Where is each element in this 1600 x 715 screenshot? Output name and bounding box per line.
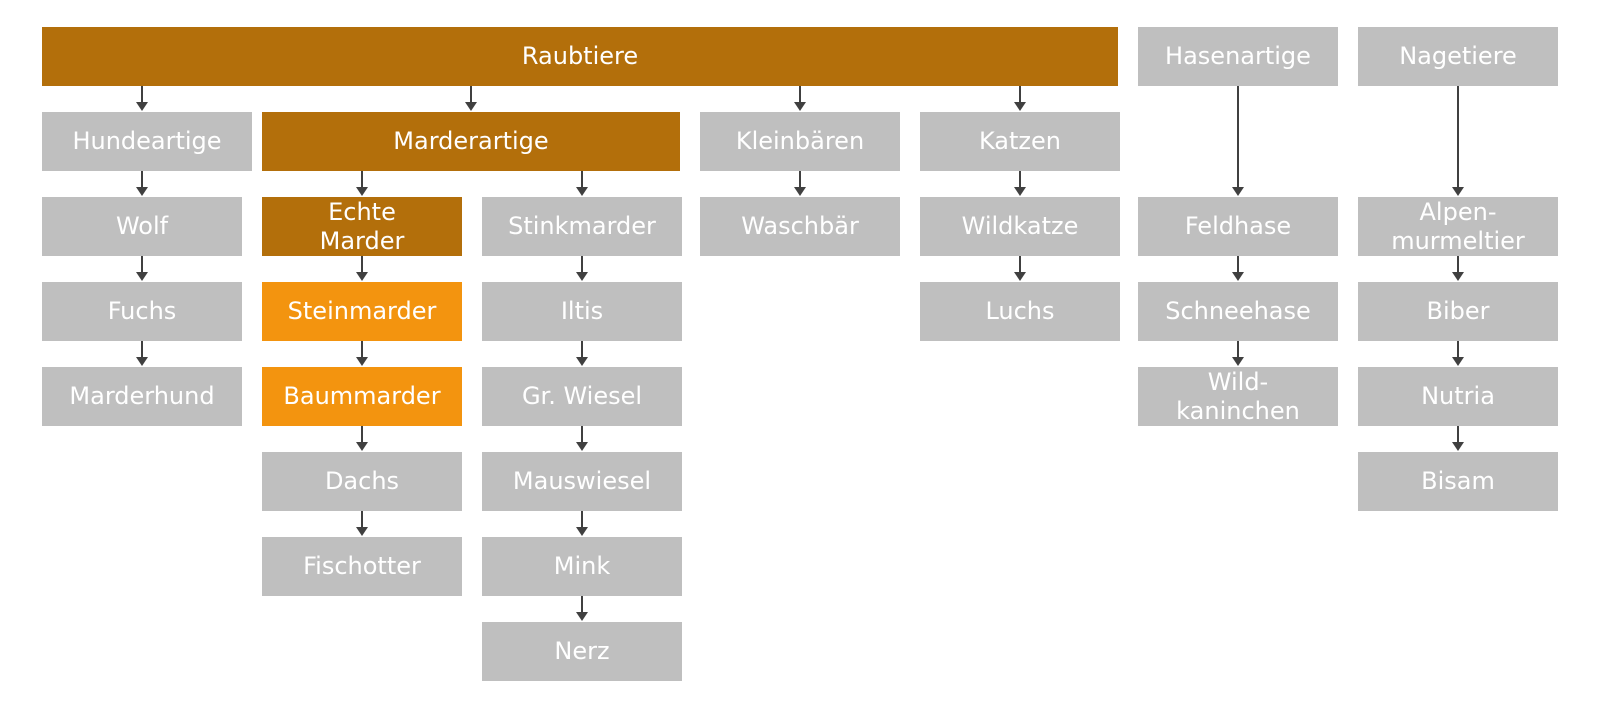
arrowhead [465,102,477,111]
arrowhead [1452,272,1464,281]
node-waschbaer: Waschbär [700,197,900,256]
connector-arrow [1452,426,1464,451]
node-stinkmarder: Stinkmarder [482,197,682,256]
arrowhead [794,187,806,196]
node-katzen: Katzen [920,112,1120,171]
connector-arrow [576,511,588,536]
arrowhead [1452,357,1464,366]
node-hundeartige: Hundeartige [42,112,252,171]
arrowhead [136,272,148,281]
node-echte-marder: Echte Marder [262,197,462,256]
node-mauswiesel: Mauswiesel [482,452,682,511]
arrowhead [136,102,148,111]
connector-arrow [136,171,148,196]
connector-arrow [1014,256,1026,281]
node-feldhase: Feldhase [1138,197,1338,256]
node-nerz: Nerz [482,622,682,681]
arrowhead [356,442,368,451]
arrowhead [576,187,588,196]
arrowhead [356,187,368,196]
arrowhead [1014,187,1026,196]
connector-arrow [1014,171,1026,196]
connector-arrow [356,426,368,451]
node-marderartige: Marderartige [262,112,680,171]
connector-arrow [136,256,148,281]
arrowhead [794,102,806,111]
arrowhead [576,442,588,451]
node-fischotter: Fischotter [262,537,462,596]
connector-arrow [576,596,588,621]
node-dachs: Dachs [262,452,462,511]
node-alpenmurmeltier: Alpen- murmeltier [1358,197,1558,256]
connector-arrow [576,426,588,451]
node-wildkaninchen: Wild- kaninchen [1138,367,1338,426]
node-wolf: Wolf [42,197,242,256]
connector-arrow [1452,341,1464,366]
connector-arrow [576,341,588,366]
arrowhead [356,527,368,536]
connector-arrow [356,511,368,536]
node-luchs: Luchs [920,282,1120,341]
arrowhead [136,357,148,366]
connector-arrow [1232,256,1244,281]
connector-arrow [794,171,806,196]
node-nagetiere: Nagetiere [1358,27,1558,86]
node-bisam: Bisam [1358,452,1558,511]
node-hasenartige: Hasenartige [1138,27,1338,86]
arrowhead [576,527,588,536]
node-gr-wiesel: Gr. Wiesel [482,367,682,426]
connector-arrow [465,86,477,111]
node-baummarder: Baummarder [262,367,462,426]
arrowhead [1014,102,1026,111]
connector-arrow [136,86,148,111]
connector-arrow [794,86,806,111]
connector-arrow [1014,86,1026,111]
arrowhead [576,612,588,621]
node-marderhund: Marderhund [42,367,242,426]
arrowhead [1452,187,1464,196]
connector-arrow [356,256,368,281]
arrowhead [1232,272,1244,281]
arrowhead [136,187,148,196]
arrowhead [356,357,368,366]
connector-arrow [1452,86,1464,196]
connector-arrow [136,341,148,366]
connector-arrow [356,341,368,366]
node-steinmarder: Steinmarder [262,282,462,341]
arrowhead [1014,272,1026,281]
node-nutria: Nutria [1358,367,1558,426]
node-raubtiere: Raubtiere [42,27,1118,86]
node-fuchs: Fuchs [42,282,242,341]
arrowhead [1452,442,1464,451]
arrowhead [1232,187,1244,196]
connector-arrow [356,171,368,196]
connector-arrow [576,171,588,196]
node-schneehase: Schneehase [1138,282,1338,341]
arrowhead [576,357,588,366]
node-wildkatze: Wildkatze [920,197,1120,256]
arrowhead [356,272,368,281]
connector-arrow [1452,256,1464,281]
connector-arrow [576,256,588,281]
arrowhead [1232,357,1244,366]
node-kleinbaeren: Kleinbären [700,112,900,171]
node-mink: Mink [482,537,682,596]
connector-arrow [1232,86,1244,196]
connector-arrow [1232,341,1244,366]
arrowhead [576,272,588,281]
node-biber: Biber [1358,282,1558,341]
node-iltis: Iltis [482,282,682,341]
